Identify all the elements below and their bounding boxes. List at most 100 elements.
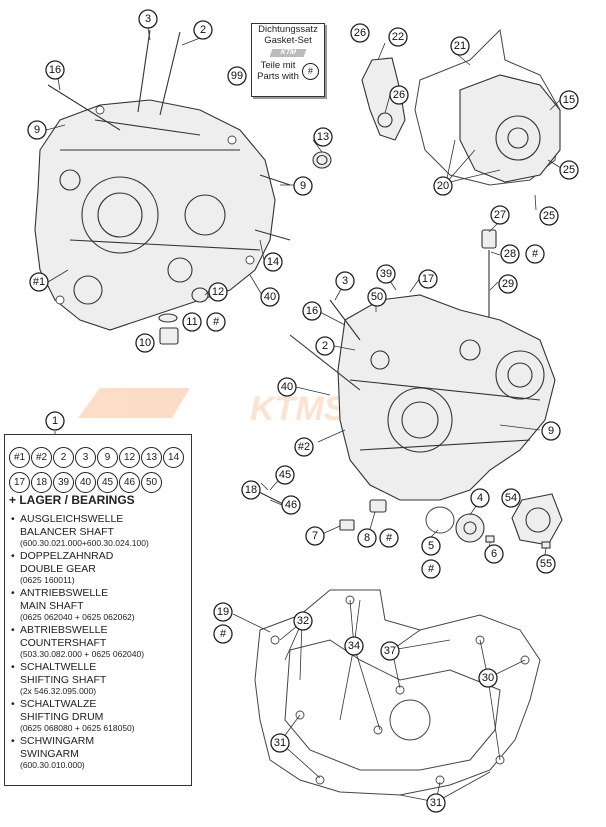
callout-hash-1[interactable]: #1 bbox=[29, 272, 49, 292]
callout-15[interactable]: 15 bbox=[559, 90, 579, 110]
watermark-logo-shape bbox=[78, 388, 190, 418]
callout-45[interactable]: 45 bbox=[275, 465, 295, 485]
svg-text:45: 45 bbox=[279, 469, 291, 481]
callouts: 3 2 16 9 13 9 14 40 12 11 # 10 #1 99 26 … bbox=[27, 9, 579, 813]
callout-16-right[interactable]: 16 bbox=[302, 301, 322, 321]
callout-13[interactable]: 13 bbox=[313, 127, 333, 147]
callout-7[interactable]: 7 bbox=[305, 526, 325, 546]
callout-11-hash[interactable]: # bbox=[206, 312, 226, 332]
callout-37[interactable]: 37 bbox=[380, 641, 400, 661]
callout-4[interactable]: 4 bbox=[470, 488, 490, 508]
callout-28-hash[interactable]: # bbox=[525, 244, 545, 264]
svg-text:25: 25 bbox=[563, 164, 575, 176]
svg-text:26: 26 bbox=[393, 89, 405, 101]
svg-text:1: 1 bbox=[52, 415, 58, 427]
svg-text:2: 2 bbox=[322, 340, 328, 352]
legend-chip: #1 bbox=[9, 447, 30, 468]
callout-21[interactable]: 21 bbox=[450, 36, 470, 56]
gasket-set-line1: Dichtungssatz bbox=[258, 24, 318, 35]
callout-54[interactable]: 54 bbox=[501, 488, 521, 508]
callout-1[interactable]: 1 bbox=[45, 411, 65, 431]
svg-text:28: 28 bbox=[504, 248, 516, 260]
callout-6[interactable]: 6 bbox=[484, 544, 504, 564]
callout-30[interactable]: 30 bbox=[478, 668, 498, 688]
callout-18[interactable]: 18 bbox=[241, 480, 261, 500]
callout-3-right[interactable]: 3 bbox=[335, 271, 355, 291]
legend-item: ABTRIEBSWELLECOUNTERSHAFT(503.30.082.000… bbox=[11, 624, 191, 659]
svg-text:18: 18 bbox=[245, 484, 257, 496]
svg-text:20: 20 bbox=[437, 180, 449, 192]
svg-text:#1: #1 bbox=[33, 276, 45, 288]
callout-16-left[interactable]: 16 bbox=[45, 60, 65, 80]
callout-40-right[interactable]: 40 bbox=[277, 377, 297, 397]
svg-text:16: 16 bbox=[306, 305, 318, 317]
callout-9-right[interactable]: 9 bbox=[541, 421, 561, 441]
svg-text:6: 6 bbox=[491, 548, 497, 560]
legend-chip: 46 bbox=[119, 472, 140, 493]
callout-39[interactable]: 39 bbox=[376, 264, 396, 284]
callout-34[interactable]: 34 bbox=[344, 636, 364, 656]
callout-5[interactable]: 5 bbox=[421, 536, 441, 556]
callout-40-left[interactable]: 40 bbox=[260, 287, 280, 307]
svg-text:7: 7 bbox=[312, 530, 318, 542]
callout-9-mid[interactable]: 9 bbox=[293, 176, 313, 196]
svg-text:29: 29 bbox=[502, 278, 514, 290]
gasket-set-hash: # bbox=[301, 62, 319, 80]
svg-text:50: 50 bbox=[371, 291, 383, 303]
callout-25-top[interactable]: 25 bbox=[559, 160, 579, 180]
callout-46[interactable]: 46 bbox=[281, 495, 301, 515]
callout-17[interactable]: 17 bbox=[418, 269, 438, 289]
gasket-set-line4: Parts with bbox=[257, 71, 299, 82]
callout-19[interactable]: 19 bbox=[213, 602, 233, 622]
callout-26-mid[interactable]: 26 bbox=[389, 85, 409, 105]
legend-chip: 50 bbox=[141, 472, 162, 493]
callout-3-left[interactable]: 3 bbox=[138, 9, 158, 29]
callout-10[interactable]: 10 bbox=[135, 333, 155, 353]
callout-50[interactable]: 50 bbox=[367, 287, 387, 307]
svg-text:26: 26 bbox=[354, 27, 366, 39]
callout-8[interactable]: 8 bbox=[357, 528, 377, 548]
callout-2-left[interactable]: 2 bbox=[193, 20, 213, 40]
callout-hash-2[interactable]: #2 bbox=[294, 437, 314, 457]
svg-text:9: 9 bbox=[548, 425, 554, 437]
callout-25-bottom[interactable]: 25 bbox=[539, 206, 559, 226]
svg-text:40: 40 bbox=[264, 291, 276, 303]
callout-12[interactable]: 12 bbox=[208, 282, 228, 302]
shaft-seal bbox=[312, 151, 332, 169]
callout-11[interactable]: 11 bbox=[182, 312, 202, 332]
svg-text:4: 4 bbox=[477, 492, 483, 504]
callout-28[interactable]: 28 bbox=[500, 244, 520, 264]
callout-9-left[interactable]: 9 bbox=[27, 120, 47, 140]
svg-text:3: 3 bbox=[145, 13, 151, 25]
main-shaft-left bbox=[137, 29, 181, 116]
callout-22[interactable]: 22 bbox=[388, 27, 408, 47]
crankcase-gasket bbox=[254, 589, 541, 796]
svg-text:46: 46 bbox=[285, 499, 297, 511]
callout-19-hash[interactable]: # bbox=[213, 624, 233, 644]
svg-text:9: 9 bbox=[34, 124, 40, 136]
callout-26-top[interactable]: 26 bbox=[350, 23, 370, 43]
ktm-logo: KTM bbox=[269, 49, 307, 57]
callout-31-bottom[interactable]: 31 bbox=[426, 793, 446, 813]
callout-55[interactable]: 55 bbox=[536, 554, 556, 574]
svg-text:10: 10 bbox=[139, 337, 151, 349]
svg-text:17: 17 bbox=[422, 273, 434, 285]
callout-99[interactable]: 99 bbox=[227, 66, 247, 86]
callout-27[interactable]: 27 bbox=[490, 205, 510, 225]
callout-20[interactable]: 20 bbox=[433, 176, 453, 196]
callout-8-hash[interactable]: # bbox=[379, 528, 399, 548]
svg-text:32: 32 bbox=[297, 615, 309, 627]
svg-text:13: 13 bbox=[317, 131, 329, 143]
legend-chip: #2 bbox=[31, 447, 52, 468]
svg-text:54: 54 bbox=[505, 492, 517, 504]
callout-5-hash[interactable]: # bbox=[421, 559, 441, 579]
callout-29[interactable]: 29 bbox=[498, 274, 518, 294]
callout-14[interactable]: 14 bbox=[263, 252, 283, 272]
callout-2-right[interactable]: 2 bbox=[315, 336, 335, 356]
callout-32[interactable]: 32 bbox=[293, 611, 313, 631]
svg-text:31: 31 bbox=[430, 797, 442, 809]
callout-31-left[interactable]: 31 bbox=[270, 733, 290, 753]
